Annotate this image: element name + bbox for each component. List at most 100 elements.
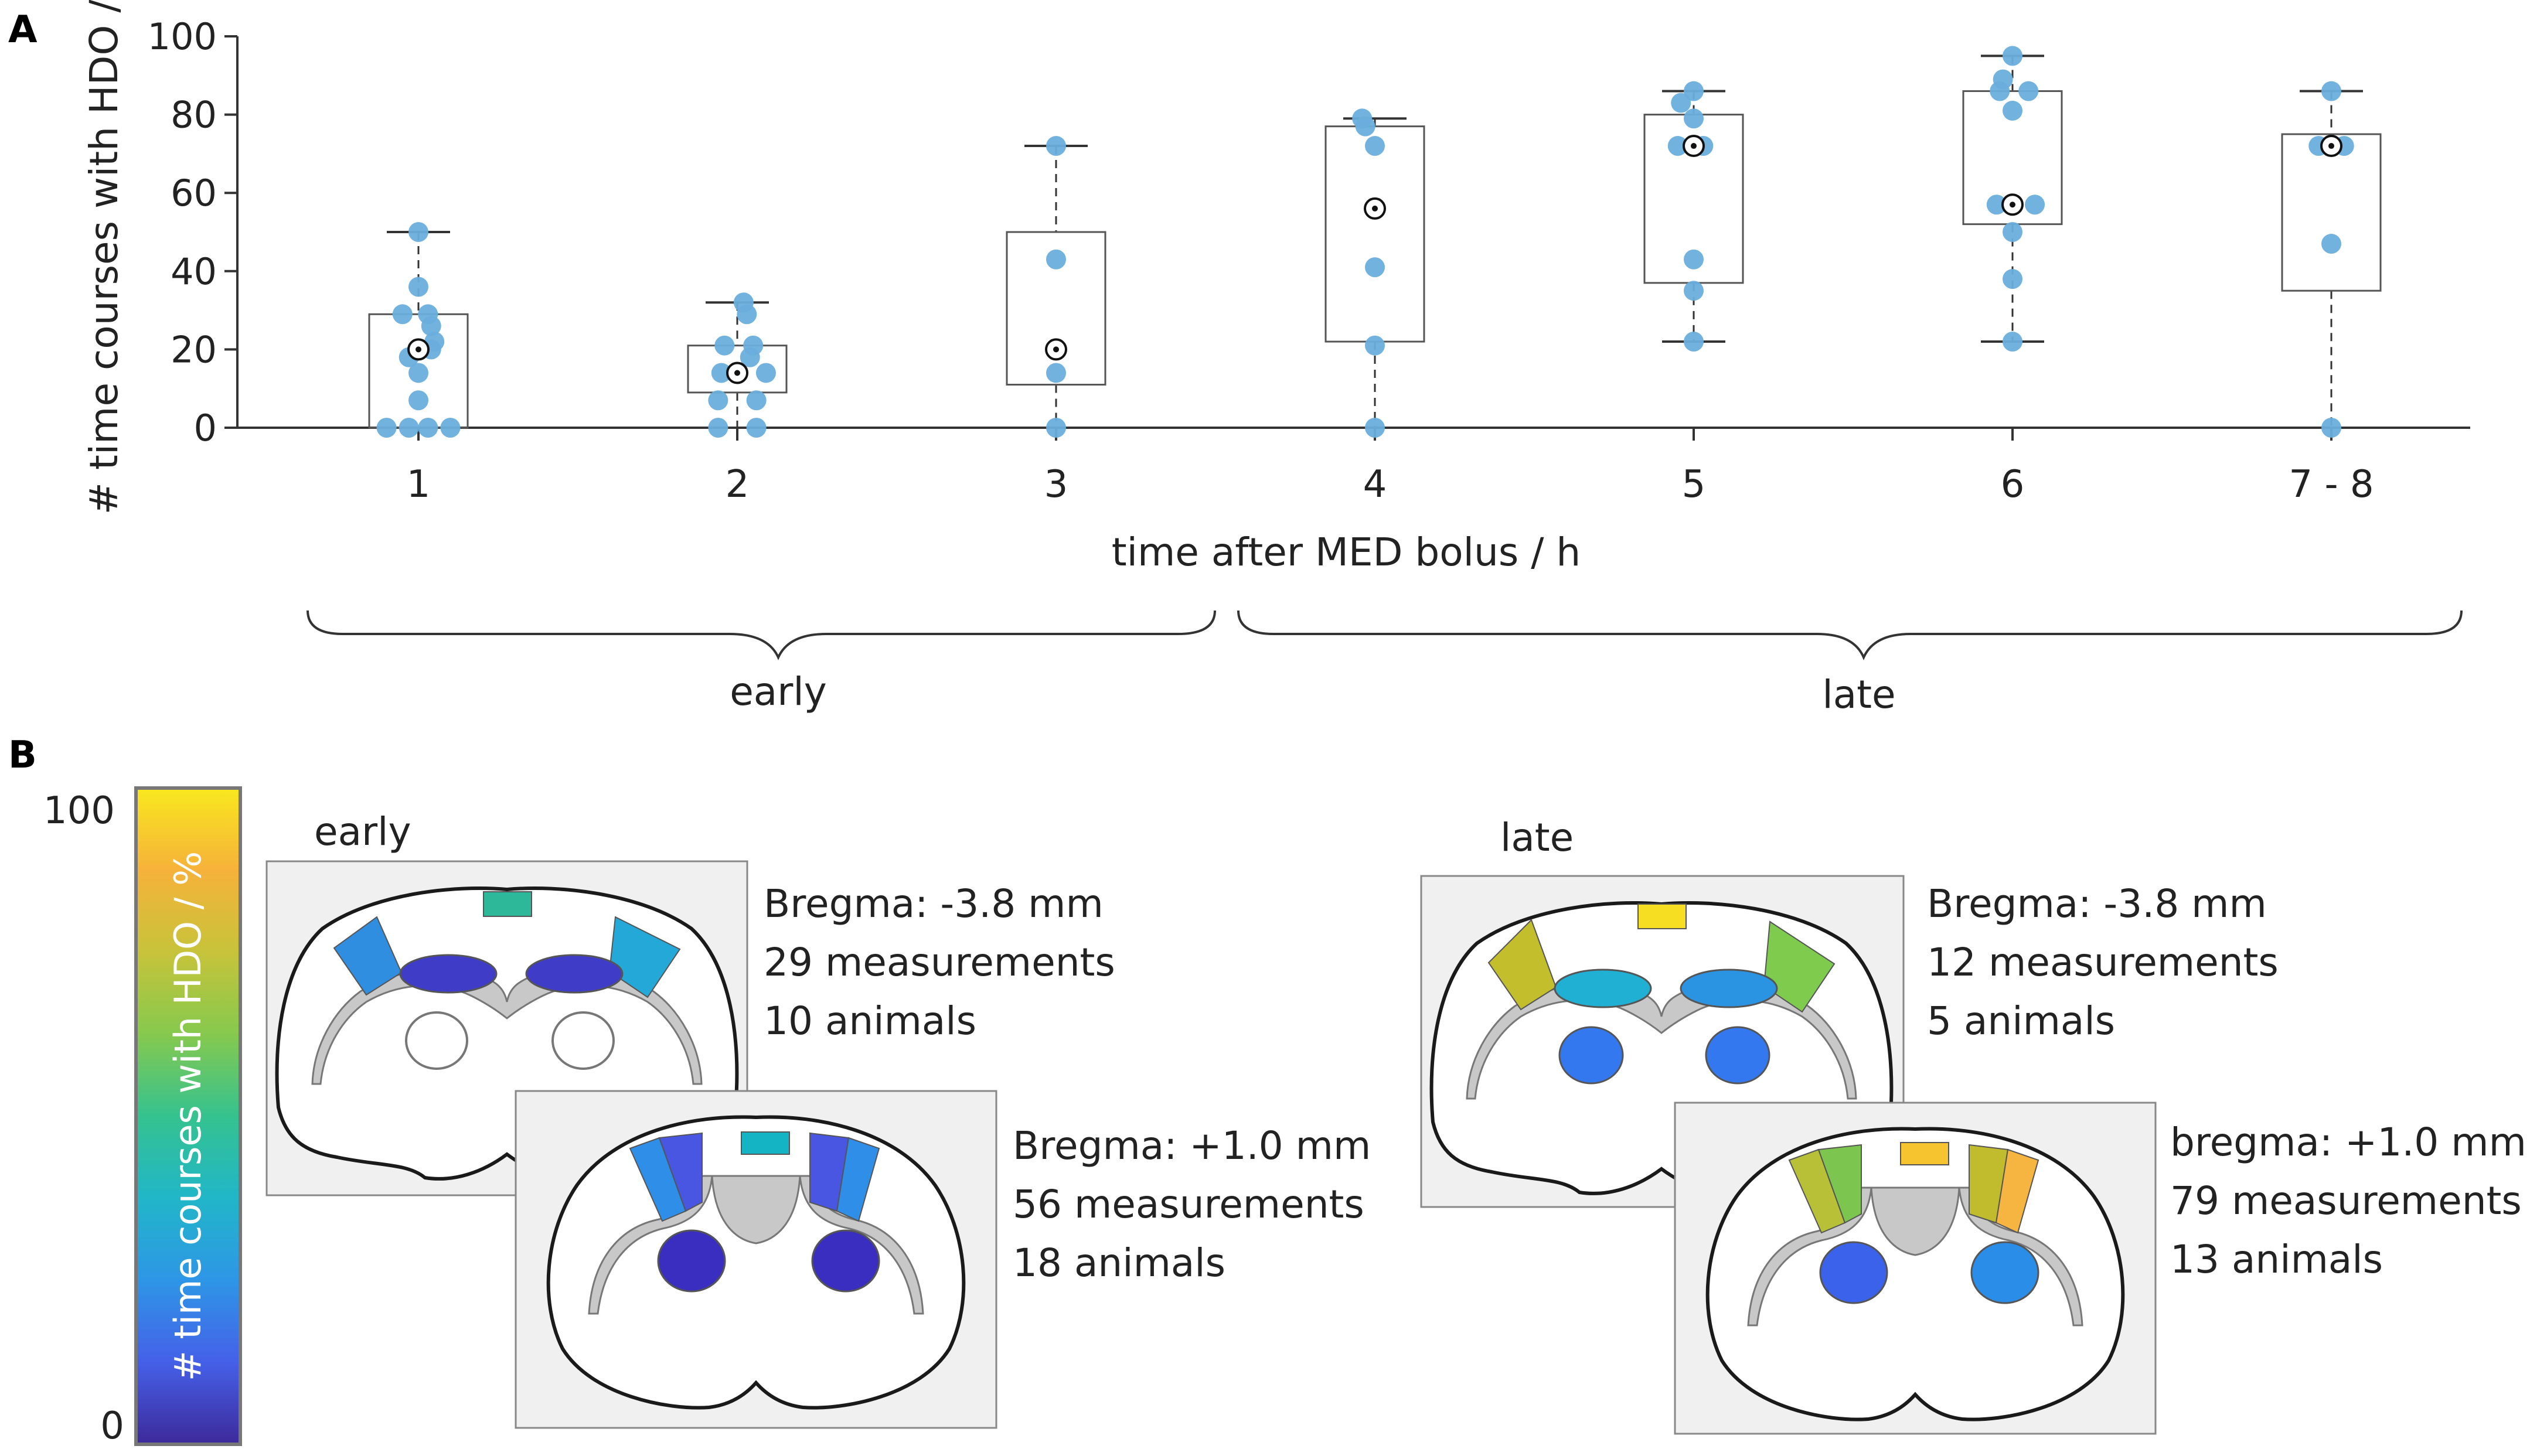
caption-animals: 13 animals [2170, 1237, 2383, 1282]
cortex-r-outer-tile [1995, 1148, 2039, 1234]
x-tick-label: 6 [2001, 463, 2025, 506]
data-point [733, 292, 754, 313]
midline-tile [1900, 1142, 1949, 1165]
thalamus-left-outline [405, 1011, 468, 1070]
x-axis-label: time after MED bolus / h [1112, 530, 1581, 575]
early-slice2-caption: Bregma: +1.0 mm 56 measurements 18 anima… [1013, 1123, 1371, 1285]
data-point [2025, 195, 2045, 215]
hippocampus-right-tile [1680, 969, 1778, 1008]
panel-label-b: B [8, 734, 37, 777]
data-point [2018, 81, 2039, 101]
y-tick-label: 20 [171, 328, 217, 371]
data-point [418, 304, 438, 325]
brace-early [307, 610, 1216, 660]
x-tick-label: 5 [1682, 463, 1706, 506]
y-tick-label: 100 [148, 15, 217, 58]
midline-tile [1637, 903, 1687, 929]
hippocampus-left-tile [1554, 969, 1652, 1008]
data-point [1046, 418, 1066, 438]
colorbar-label: # time courses with HDO / % [166, 851, 209, 1381]
median-marker-dot [2328, 143, 2334, 149]
data-point [708, 390, 728, 411]
hippocampus-left-tile [399, 954, 498, 994]
caption-measurements: 56 measurements [1013, 1182, 1364, 1227]
median-marker-dot [1372, 205, 1378, 212]
midline-tile [483, 891, 532, 917]
data-point [1667, 136, 1688, 156]
median-marker-dot [1053, 346, 1059, 353]
data-point [711, 363, 731, 383]
box [2281, 133, 2382, 292]
striatum-right-tile [1970, 1241, 2039, 1304]
data-point [714, 335, 735, 356]
brace-late [1237, 610, 2463, 660]
data-point [1365, 335, 1385, 356]
group-label-late: late [1822, 672, 1895, 717]
late-slice2-caption: bregma: +1.0 mm 79 measurements 13 anima… [2170, 1120, 2526, 1282]
x-tick-label: 1 [407, 463, 431, 506]
data-point [1671, 93, 1691, 113]
cortex-r-outer-tile [836, 1137, 880, 1222]
data-point [2321, 234, 2341, 254]
y-tick-label: 0 [194, 407, 217, 449]
data-point [408, 277, 428, 297]
data-point [708, 418, 728, 438]
data-point [2003, 46, 2022, 66]
caption-measurements: 29 measurements [764, 940, 1115, 985]
caption-bregma: Bregma: +1.0 mm [1013, 1123, 1371, 1168]
thalamus-right-outline [551, 1011, 615, 1070]
early-slice-bregma-plus-1-0 [515, 1090, 997, 1429]
late-title: late [1500, 815, 1574, 860]
caption-measurements: 12 measurements [1927, 940, 2279, 985]
group-label-early: early [730, 669, 827, 714]
y-tick-label: 40 [171, 250, 217, 293]
cortex-l-inner-tile [1817, 1144, 1862, 1224]
caption-bregma: bregma: +1.0 mm [2170, 1120, 2526, 1165]
group-braces [307, 610, 2463, 660]
y-tick-label: 60 [171, 172, 217, 214]
data-point [1684, 281, 1704, 301]
white-matter [1466, 983, 1857, 1100]
data-point [2321, 418, 2341, 438]
median-marker-dot [416, 346, 421, 353]
colorbar-gradient [134, 786, 242, 1446]
data-point [1684, 81, 1704, 101]
early-slice1-caption: Bregma: -3.8 mm 29 measurements 10 anima… [764, 881, 1115, 1044]
caption-animals: 18 animals [1013, 1240, 1225, 1285]
data-point [746, 390, 767, 411]
caption-bregma: Bregma: -3.8 mm [1927, 881, 2267, 926]
data-point [1684, 108, 1704, 129]
data-point [2003, 222, 2022, 242]
thalamus-right-tile [1705, 1026, 1770, 1085]
data-point [1684, 249, 1704, 270]
median-marker-dot [2010, 202, 2015, 208]
box [1006, 231, 1106, 386]
cortex-right-tile [608, 916, 681, 998]
early-title: early [314, 809, 411, 854]
data-point [2003, 100, 2022, 121]
data-point [1986, 195, 2007, 215]
data-point [1684, 332, 1704, 352]
data-point [1046, 363, 1066, 383]
caption-bregma: Bregma: -3.8 mm [764, 881, 1104, 926]
white-matter [311, 968, 703, 1085]
data-point [1993, 69, 2013, 90]
colorbar: 100 0 # time courses with HDO / % [43, 786, 242, 1448]
data-point [743, 335, 764, 356]
box [687, 345, 788, 394]
x-tick-label: 4 [1363, 463, 1387, 506]
x-tick-label: 3 [1044, 463, 1068, 506]
colorbar-max-label: 100 [43, 789, 115, 833]
data-point [1365, 418, 1385, 438]
striatum-right-tile [811, 1229, 880, 1293]
midline-tile [741, 1131, 790, 1155]
cortex-l-inner-tile [658, 1132, 703, 1212]
data-point [392, 304, 413, 325]
data-point [1365, 257, 1385, 278]
median-marker-dot [734, 370, 740, 376]
data-point [1365, 136, 1385, 156]
data-point [424, 332, 445, 352]
